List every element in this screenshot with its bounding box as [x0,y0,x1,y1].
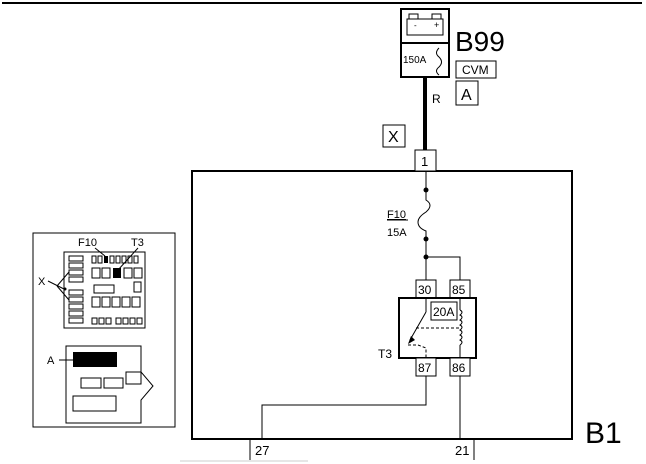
inset-f10-highlight [104,256,108,263]
inset-label-f10: F10 [78,237,97,249]
wire-to-27 [261,376,427,439]
relay-pin-86-label: 86 [452,361,466,375]
connector-ref-box [455,80,479,106]
relay-pin-87-label: 87 [418,361,432,375]
relay-switch-icon [409,311,427,341]
battery-icon: - + [406,13,444,36]
inset-label-x: X [38,276,46,288]
inset-a-highlight [73,352,117,367]
relay-pin-85-label: 85 [452,283,466,297]
inset-fusebox [47,247,146,329]
fuse-f10-icon [417,190,431,239]
cvm-tag: CVM [462,63,489,77]
location-inset [32,232,176,428]
battery-b99: - + 150A [400,8,450,78]
inset-label-t3: T3 [131,237,144,249]
relay-t3 [398,297,477,359]
relay-coil-icon [459,309,463,346]
relay-pin-30-label: 30 [418,283,432,297]
relay-rating: 20A [433,305,454,319]
fuse-box-b1 [191,170,573,440]
cvm-tag-box [455,60,497,79]
connector-x-box [382,124,406,148]
main-fuse-icon [436,47,442,76]
pin-1-label: 1 [421,154,428,169]
fuse-rating: 15A [387,227,407,239]
out-pin-27: 27 [255,443,269,458]
battery-plus: + [434,20,439,30]
relay-id: T3 [378,347,392,361]
inset-location [59,345,154,424]
battery-minus: - [414,21,417,30]
connector-ref-a: A [461,87,472,104]
connector-x-label: X [388,129,399,146]
out-pin-21: 21 [455,443,469,458]
fuse-id: F10 [387,209,406,221]
inset-label-a: A [47,355,55,367]
wire-color-label: R [432,92,441,106]
inset-t3-highlight [113,268,121,278]
fuse-box-id: B1 [585,417,622,450]
main-fuse-rating: 150A [403,55,427,66]
relay-rating-box [430,301,458,321]
battery-id: B99 [455,26,505,57]
